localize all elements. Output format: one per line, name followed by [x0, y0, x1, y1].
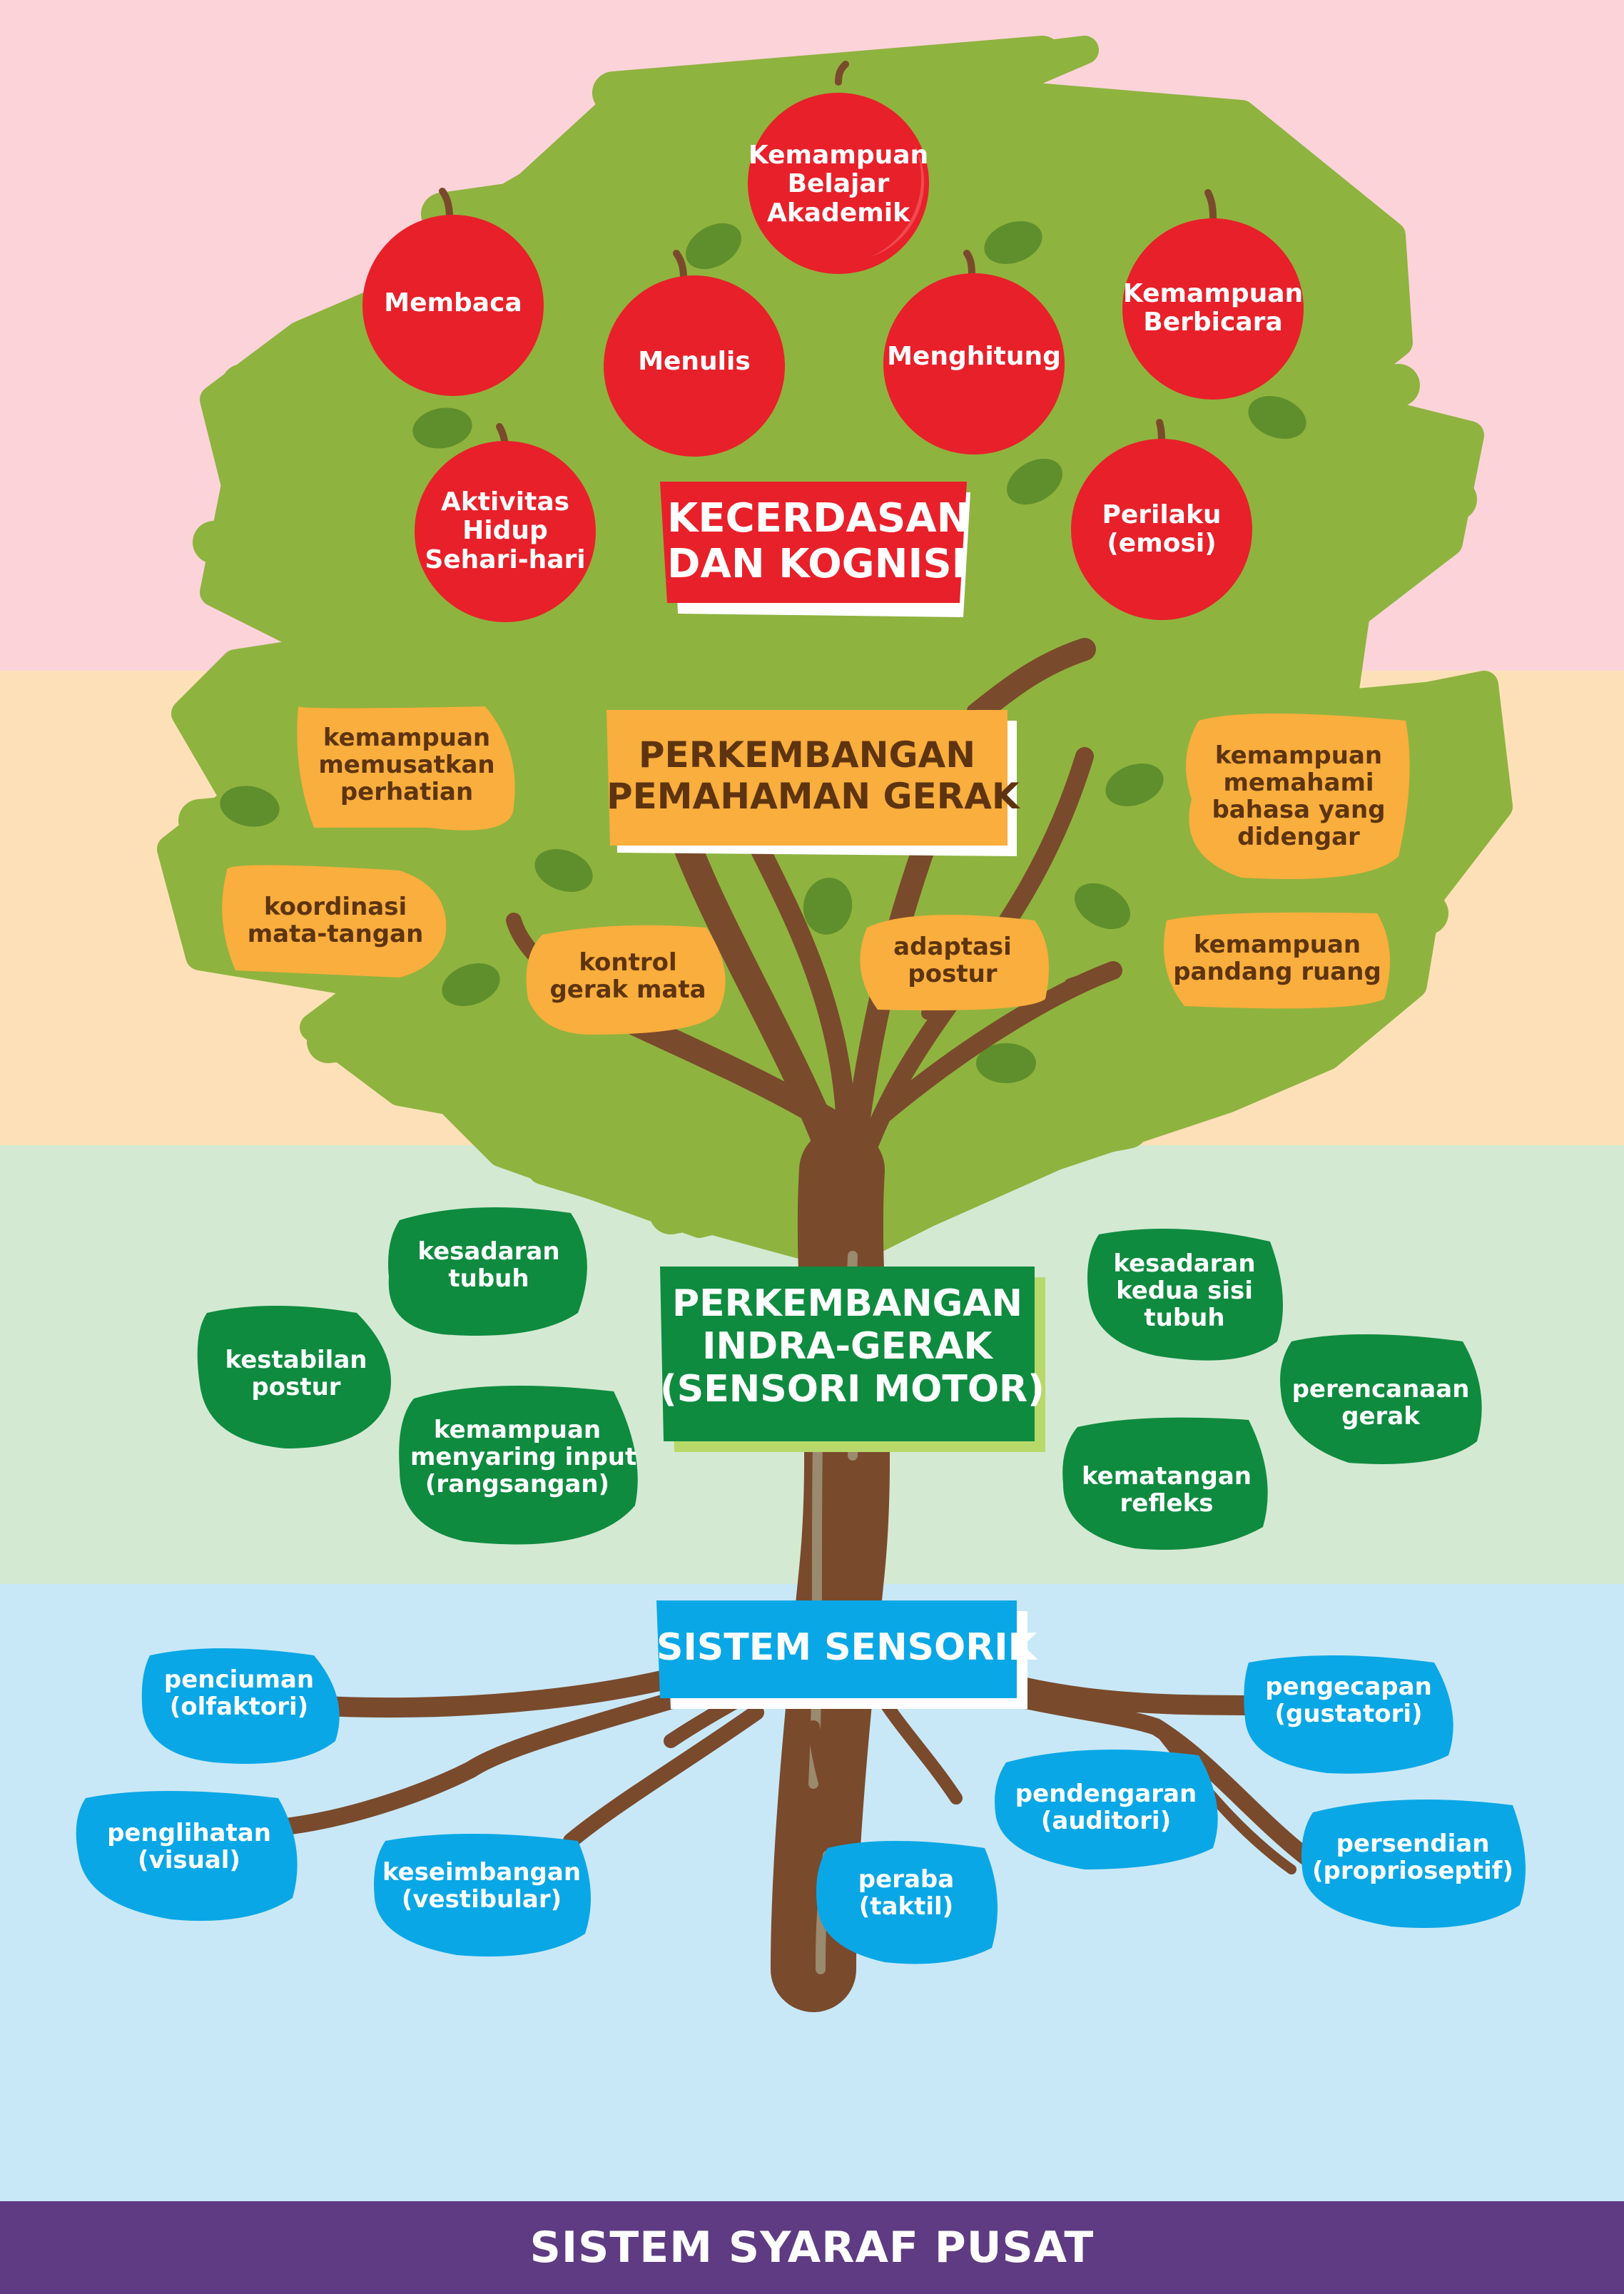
- perception-bubble-1: [297, 706, 515, 831]
- sensorimotor-title-line-2: INDRA-GERAK: [702, 1324, 993, 1368]
- cognition-title-line-1: KECERDASAN: [667, 495, 970, 542]
- sensory-bubble-2: [76, 1791, 298, 1921]
- sm-bubble-2: [197, 1306, 391, 1448]
- sensory-label-4: peraba (taktil): [858, 1865, 955, 1922]
- perception-label-4: adaptasi postur: [893, 933, 1012, 989]
- footer-bar: SISTEM SYARAF PUSAT: [0, 2201, 1624, 2294]
- sensorimotor-title-line-1: PERKEMBANGAN: [671, 1282, 1023, 1325]
- perception-bubble-6: [1163, 912, 1390, 1009]
- apple-shine: [871, 143, 925, 257]
- apple-3: [604, 275, 785, 457]
- apple-label-6: Aktivitas Hidup Sehari-hari: [425, 487, 586, 574]
- sensorimotor-title-line-3: (SENSORI MOTOR): [660, 1367, 1045, 1411]
- perception-label-3: kontrol gerak mata: [549, 948, 706, 1005]
- perception-bubbles: [222, 706, 1410, 1035]
- sensory-bubble-5: [995, 1750, 1218, 1869]
- perception-label-5: kemampuan memahami bahasa yang didengar: [1212, 741, 1386, 852]
- perception-title: PERKEMBANGAN PEMAHAMAN GERAK: [607, 734, 1020, 817]
- sensory-bubble-1: [141, 1648, 340, 1764]
- sm-label-1: kesadaran tubuh: [417, 1237, 560, 1294]
- sm-label-6: kematangan refleks: [1081, 1462, 1252, 1518]
- apple-label-7: Perilaku (emosi): [1102, 500, 1222, 559]
- apple-label-1: Kemampuan Belajar Akademik: [748, 141, 929, 228]
- sensorimotor-bubbles: [197, 1207, 1482, 1550]
- apple-label-3: Menulis: [638, 347, 751, 376]
- perception-bubble-4: [860, 915, 1049, 1010]
- sm-bubble-4: [1087, 1229, 1283, 1361]
- sm-label-2: kestabilan postur: [225, 1346, 367, 1402]
- apple-4: [883, 273, 1065, 455]
- apple-7: [1071, 439, 1252, 620]
- sensory-label-5: pendengaran (auditori): [1015, 1780, 1197, 1836]
- cognition-title-line-2: DAN KOGNISI: [667, 541, 967, 588]
- perception-bubble-3: [526, 925, 726, 1035]
- cognition-title: KECERDASAN DAN KOGNISI: [667, 495, 970, 588]
- apple-1: [748, 93, 929, 274]
- leaves: [220, 221, 1306, 1083]
- apple-label-5: Kemampuan Berbicara: [1122, 279, 1304, 337]
- sm-bubble-1: [388, 1207, 587, 1336]
- apples: [362, 93, 1304, 622]
- sensorimotor-title: PERKEMBANGAN INDRA-GERAK (SENSORI MOTOR): [660, 1282, 1045, 1411]
- perception-title-line-1: PERKEMBANGAN: [638, 734, 976, 776]
- sensory-bubble-7: [1301, 1800, 1526, 1928]
- sensory-label-7: persendian (proprioseptif): [1312, 1829, 1513, 1886]
- cognition-title-box: [660, 482, 970, 617]
- sensory-bubble-3: [374, 1834, 591, 1957]
- sm-bubble-3: [399, 1386, 638, 1545]
- perception-label-2: koordinasi mata-tangan: [247, 893, 424, 949]
- sensory-bubble-4: [816, 1841, 998, 1964]
- sm-label-3: kemampuan menyaring input (rangsangan): [410, 1416, 637, 1499]
- sm-bubble-6: [1062, 1417, 1268, 1550]
- sensory-bubbles: [76, 1648, 1526, 1964]
- apple-2: [362, 215, 544, 396]
- sm-bubble-5: [1280, 1334, 1482, 1464]
- sensory-title: SISTEM SENSORIK: [656, 1626, 1037, 1669]
- sm-label-4: kesadaran kedua sisi tubuh: [1113, 1249, 1256, 1333]
- sensory-label-2: penglihatan (visual): [107, 1819, 271, 1875]
- perception-label-6: kemampuan pandang ruang: [1173, 930, 1381, 987]
- sensory-label-1: penciuman (olfaktori): [163, 1665, 315, 1722]
- apple-5: [1122, 218, 1304, 400]
- sensory-label-6: pengecapan (gustatori): [1265, 1673, 1432, 1729]
- perception-title-line-2: PEMAHAMAN GERAK: [607, 775, 1020, 817]
- perception-label-1: kemampuan memusatkan perhatian: [318, 724, 495, 807]
- apple-6: [415, 441, 596, 622]
- sensory-title-box: [656, 1600, 1027, 1709]
- sensory-label-3: keseimbangan (vestibular): [382, 1858, 582, 1914]
- sm-label-5: perencanaan gerak: [1291, 1375, 1470, 1431]
- apple-label-4: Menghitung: [887, 342, 1061, 371]
- perception-bubble-2: [222, 865, 447, 978]
- apple-label-2: Membaca: [384, 288, 522, 318]
- perception-title-box: [607, 710, 1017, 856]
- sensorimotor-title-box: [660, 1267, 1045, 1452]
- sensory-bubble-6: [1244, 1655, 1453, 1774]
- perception-bubble-5: [1186, 714, 1410, 879]
- footer-title: SISTEM SYARAF PUSAT: [529, 2223, 1095, 2273]
